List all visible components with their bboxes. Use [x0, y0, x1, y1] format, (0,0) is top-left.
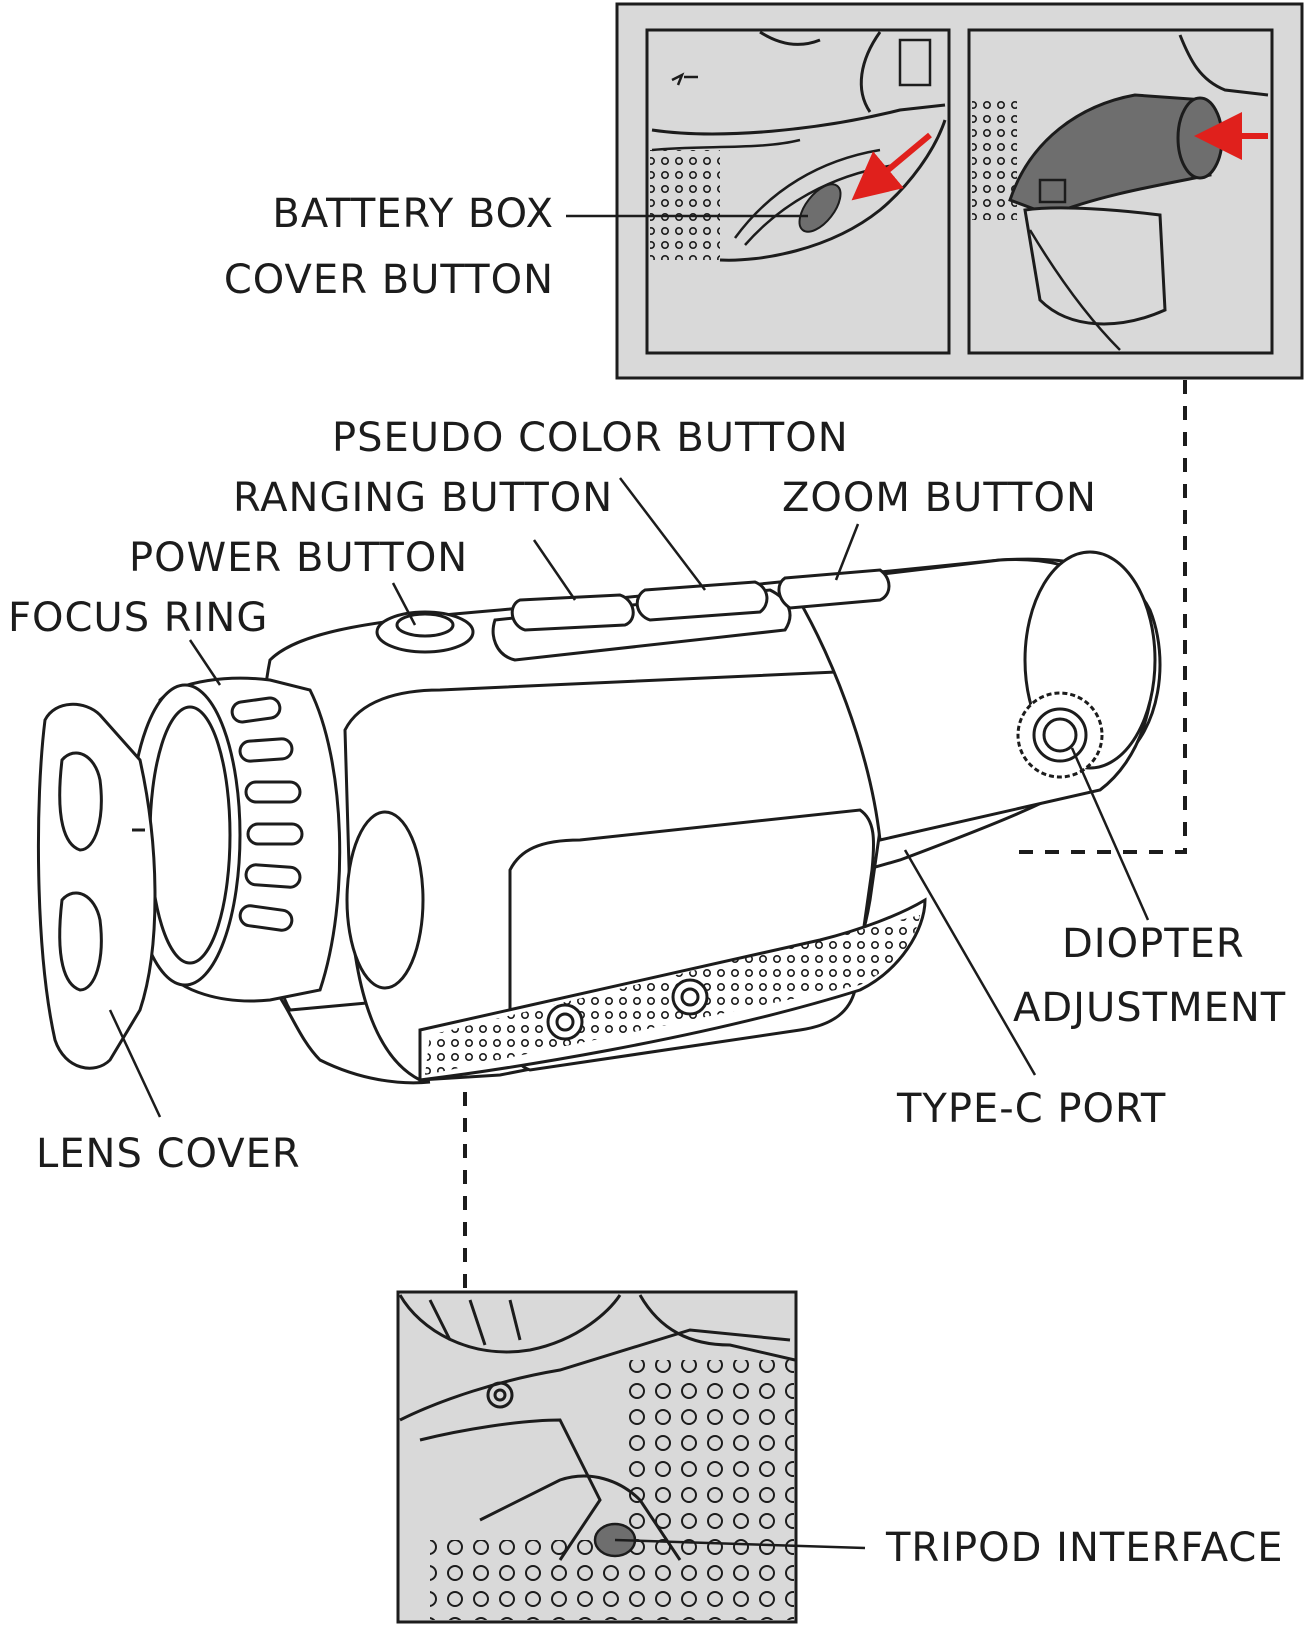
label-diopter-line1: DIOPTER: [1062, 921, 1245, 967]
battery-inset-connector: [1015, 380, 1187, 854]
label-battery-box-line1: BATTERY BOX: [272, 191, 554, 237]
label-pseudo-color-button: PSEUDO COLOR BUTTON: [332, 415, 849, 461]
label-lens-cover: LENS COVER: [36, 1131, 301, 1177]
battery-inset-panel-right: [967, 28, 1274, 355]
label-battery-box-line2: COVER BUTTON: [223, 257, 554, 303]
tripod-inset: [396, 1290, 798, 1624]
label-ranging-button: RANGING BUTTON: [233, 475, 614, 521]
battery-inset: [615, 2, 1304, 380]
label-diopter-line2: ADJUSTMENT: [1013, 985, 1287, 1031]
label-focus-ring: FOCUS RING: [8, 595, 269, 641]
label-tripod-interface: TRIPOD INTERFACE: [886, 1525, 1284, 1571]
label-type-c-port: TYPE-C PORT: [897, 1086, 1167, 1132]
battery-inset-panel-left: [645, 28, 951, 355]
label-power-button: POWER BUTTON: [129, 535, 469, 581]
leader-lines: [108, 214, 1150, 1550]
thermal-monocular-device: [36, 550, 1162, 1085]
label-zoom-button: ZOOM BUTTON: [782, 475, 1097, 521]
